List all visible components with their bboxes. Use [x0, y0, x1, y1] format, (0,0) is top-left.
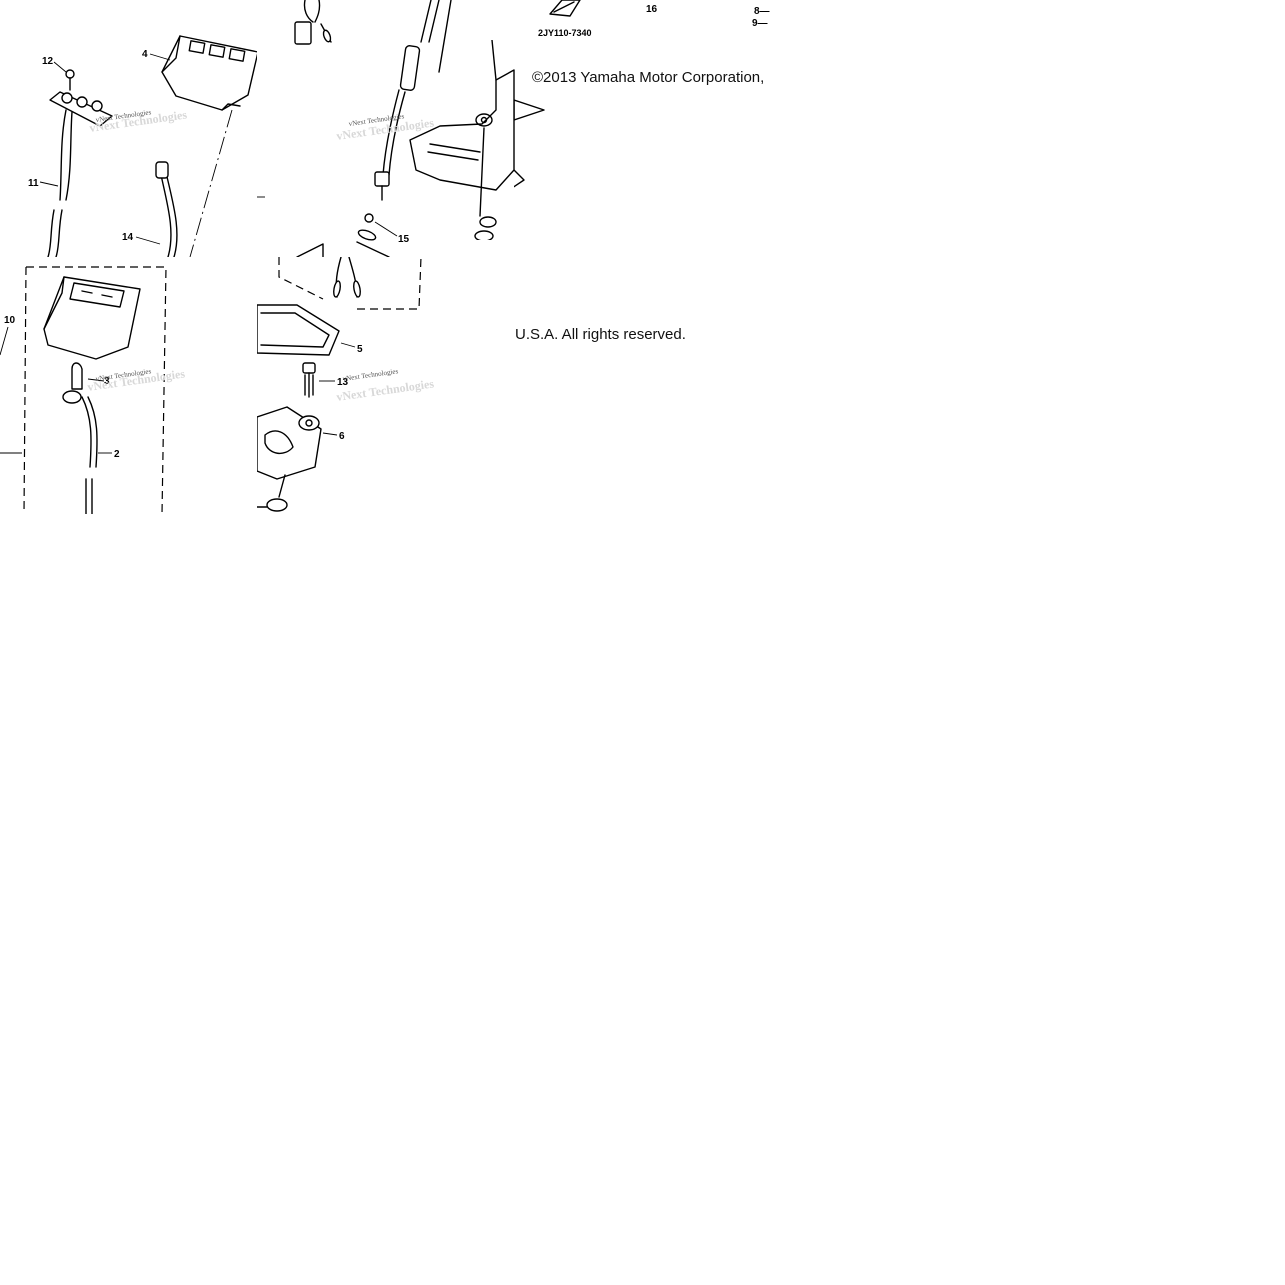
cable-assembly-drawing: 1- 15 vNext Technologies vNext Technolog… [257, 0, 452, 257]
mount-bracket-drawing: 16 8— 9— 2JY110-7340 7 8 9 7- [514, 0, 770, 188]
callout-15: 15 [398, 234, 410, 245]
callout-3: 3 [104, 376, 110, 387]
gasket-shape [257, 304, 340, 356]
callout-14: 14 [122, 232, 134, 243]
diagram-tile-meter-assembly: 10 3 2 vNext Technologies vNext Technolo… [0, 257, 257, 514]
copyright-line-1: ©2013 Yamaha Motor Corporation, [532, 69, 765, 86]
copyright-line-2: U.S.A. All rights reserved. [515, 326, 686, 343]
callout-10: 10 [4, 315, 16, 326]
diagram-tile-mount-bracket: 16 8— 9— 2JY110-7340 7 8 9 7- [514, 0, 771, 257]
meter-assembly-drawing: 10 3 2 vNext Technologies vNext Technolo… [0, 266, 186, 514]
callout-13: 13 [337, 377, 349, 388]
callout-11: 11 [28, 178, 39, 189]
callout-12: 12 [42, 56, 54, 67]
instrument-housing-drawing: 12 4 11 14 vNext Technologies vNext Tech… [28, 35, 257, 257]
diagram-tile-gasket-base: 5 13 6 vNext Technologies vNext Technolo… [257, 257, 514, 514]
callout-4: 4 [142, 49, 148, 60]
meter-housing-shape [161, 35, 257, 111]
callout-5: 5 [357, 344, 363, 355]
callout-9: 9— [752, 18, 768, 29]
bracket-overlay [409, 40, 515, 240]
diagram-tile-instrument-housing: 12 4 11 14 vNext Technologies vNext Tech… [0, 0, 257, 257]
callout-6: 6 [339, 431, 345, 442]
callout-8: 8— [754, 6, 770, 17]
gasket-base-drawing: 5 13 6 vNext Technologies vNext Technolo… [257, 257, 435, 512]
watermark: vNext Technologies [342, 367, 399, 383]
meter-bracket-shape [409, 69, 515, 191]
callout-2: 2 [114, 449, 120, 460]
part-code: 2JY110-7340 [538, 28, 592, 38]
callout-16: 16 [646, 4, 658, 15]
